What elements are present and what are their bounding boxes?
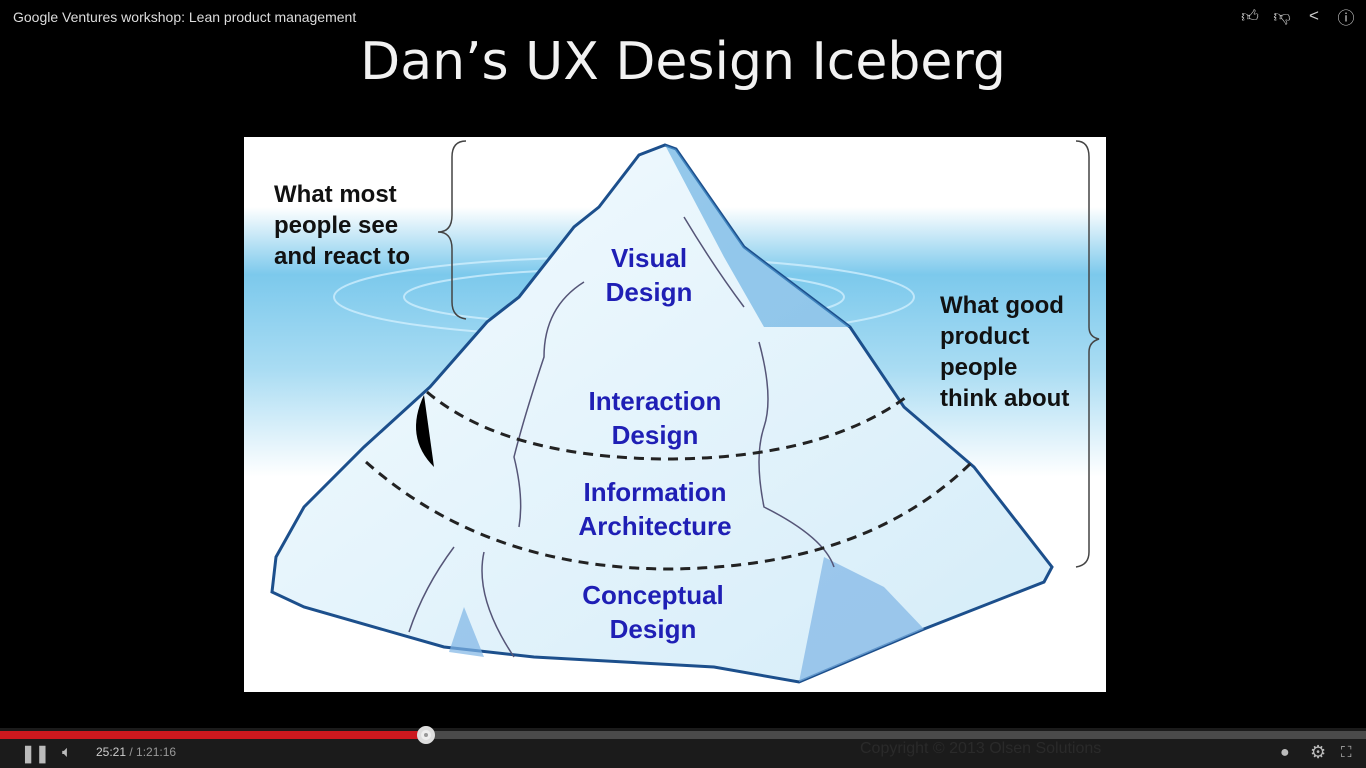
slide-copyright: Copyright © 2013 Olsen Solutions (860, 740, 1102, 757)
settings-gear-icon[interactable]: ⚙ (1310, 742, 1327, 762)
scrubber-handle[interactable] (417, 726, 436, 744)
divider-line (365, 460, 974, 571)
share-icon[interactable]: < (1309, 6, 1319, 25)
pause-button[interactable]: ❚❚ (21, 744, 50, 763)
iceberg-illustration (244, 140, 1106, 684)
progress-bar[interactable] (0, 731, 1366, 739)
info-icon[interactable]: ⓘ (1337, 8, 1355, 28)
iceberg (270, 143, 1054, 684)
video-title: Google Ventures workshop: Lean product m… (13, 9, 357, 25)
thumbs-down-icon[interactable]: 👎︎ (1273, 6, 1291, 26)
divider-line (426, 390, 910, 461)
thumbs-up-icon[interactable]: 👍︎ (1241, 6, 1259, 26)
exit-fullscreen-icon[interactable]: ⛶ (1341, 744, 1352, 761)
slide-title: Dan’s UX Design Iceberg (360, 32, 1006, 92)
left-brace (437, 140, 467, 320)
progress-fill (0, 731, 427, 739)
volume-button[interactable]: 🔈︎ (62, 744, 72, 761)
right-brace (1075, 140, 1100, 568)
watch-later-icon[interactable]: ● (1280, 744, 1290, 761)
time-display: 25:21 / 1:21:16 (96, 745, 177, 759)
